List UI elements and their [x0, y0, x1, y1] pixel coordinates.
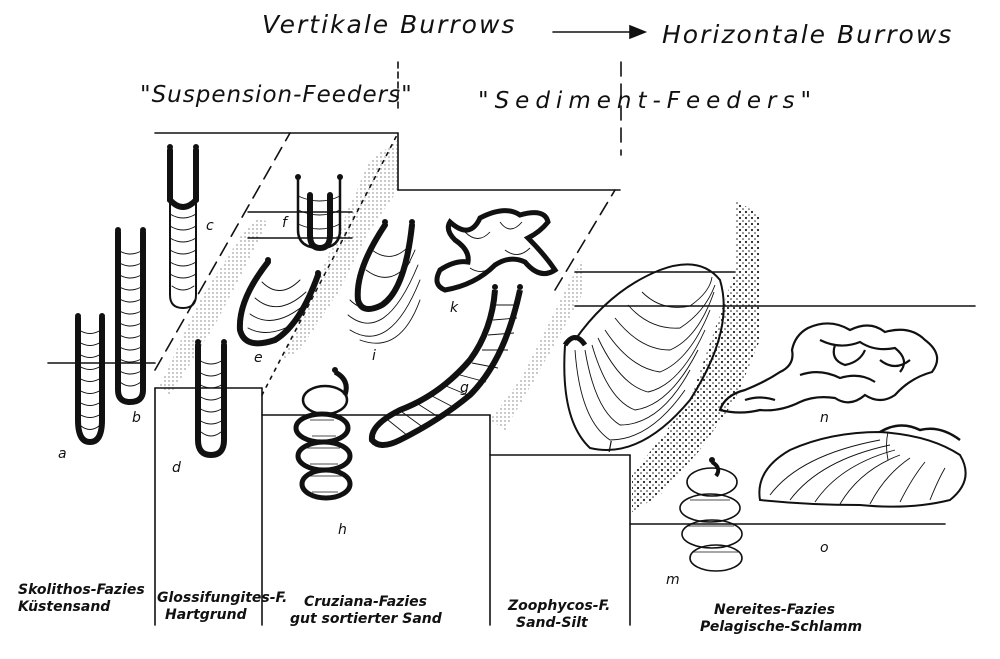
title-vertical-burrows: Vertikale Burrows [262, 10, 517, 39]
letter-m: m [666, 572, 680, 588]
facies-name: Cruziana-Fazies [304, 594, 427, 610]
arrow-head-icon [629, 24, 648, 40]
letter-k: k [450, 300, 459, 316]
letter-f: f [282, 215, 287, 231]
letter-l: l [608, 440, 612, 456]
facies-substrate: Sand-Silt [516, 615, 588, 631]
letter-h: h [338, 522, 347, 538]
burrow-b [115, 229, 146, 406]
burrow-l [562, 263, 725, 451]
slope-stipple-4 [632, 200, 760, 512]
burrow-g [368, 289, 523, 448]
facies-substrate: Pelagische-Schlamm [700, 619, 863, 635]
letter-d: d [172, 460, 181, 476]
letter-a: a [58, 446, 67, 462]
label-sediment-feeders: "Sediment-Feeders" [478, 88, 818, 114]
burrow-e [236, 259, 321, 347]
facies-substrate: Küstensand [18, 599, 111, 615]
slope-stipple-2 [282, 140, 398, 360]
facies-zoophycos: Zoophycos-F. Sand-Silt [508, 598, 610, 632]
letter-o: o [820, 540, 829, 556]
burrow-d [195, 342, 227, 459]
facies-substrate: gut sortierter Sand [290, 611, 442, 627]
slope-stipple-3 [490, 260, 582, 430]
facies-name: Zoophycos-F. [508, 598, 611, 614]
facies-glossifungites: Glossifungites-F. Hartgrund [157, 590, 287, 624]
burrow-a [75, 315, 105, 446]
burrow-o [758, 424, 967, 508]
slope-stipple-1 [160, 218, 268, 395]
facies-name: Nereites-Fazies [714, 602, 835, 618]
burrow-k [434, 208, 559, 293]
letter-e: e [254, 350, 263, 366]
burrow-i [354, 222, 415, 312]
facies-substrate: Hartgrund [165, 607, 247, 623]
letter-n: n [820, 410, 829, 426]
letter-i: i [372, 348, 376, 364]
zoo-dash [554, 189, 616, 291]
burrow-m [679, 460, 743, 572]
letter-c: c [206, 218, 214, 234]
label-suspension-feeders: "Suspension-Feeders" [140, 82, 413, 108]
facies-cruziana: Cruziana-Fazies gut sortierter Sand [290, 594, 442, 628]
title-horizontal-burrows: Horizontale Burrows [662, 20, 954, 49]
glossi-dash [154, 132, 291, 371]
facies-nereites: Nereites-Fazies Pelagische-Schlamm [700, 602, 862, 636]
letter-g: g [460, 380, 469, 396]
letter-b: b [132, 410, 141, 426]
facies-skolithos: Skolithos-Fazies Küstensand [18, 582, 145, 616]
facies-name: Glossifungites-F. [157, 590, 288, 606]
burrow-n [718, 322, 939, 414]
facies-name: Skolithos-Fazies [18, 582, 145, 598]
burrow-c [169, 149, 197, 310]
burrow-h [293, 369, 353, 501]
